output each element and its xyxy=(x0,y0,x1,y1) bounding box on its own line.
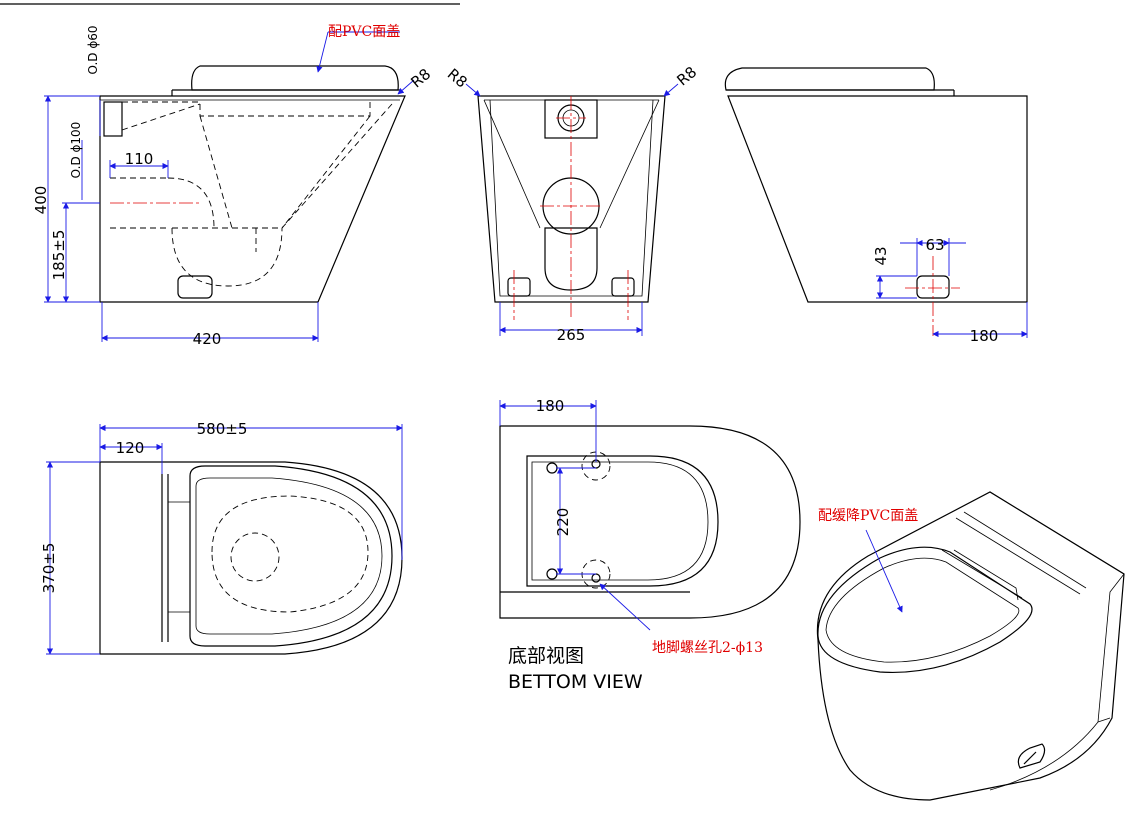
dim-180-bottom: 180 xyxy=(536,397,565,415)
bottom-view-title-cn: 底部视图 xyxy=(508,645,584,667)
dim-185: 185±5 xyxy=(50,230,68,281)
dim-110: 110 xyxy=(125,150,154,168)
dim-120: 120 xyxy=(116,439,145,457)
dim-r8-b: R8 xyxy=(444,65,471,92)
dim-220: 220 xyxy=(554,508,572,537)
front-view: 265 R8 R8 xyxy=(444,63,700,344)
note-top-cover: 配PVC面盖 xyxy=(328,24,400,40)
bottom-view-outline xyxy=(499,425,801,619)
rear-side-view: 63 43 180 xyxy=(724,67,1028,345)
dim-od60: O.D ϕ60 xyxy=(86,25,100,74)
side-section-view: 400 185±5 O.D ϕ100 O.D ϕ60 110 420 R8 配P… xyxy=(32,24,434,348)
iso-lid xyxy=(817,546,1033,674)
dim-od100: O.D ϕ100 xyxy=(69,122,83,179)
dim-400: 400 xyxy=(32,186,50,215)
dim-420: 420 xyxy=(193,330,222,348)
body-outline xyxy=(99,95,406,303)
dim-265: 265 xyxy=(557,326,586,344)
top-view-outline xyxy=(99,461,403,655)
dim-63: 63 xyxy=(925,236,944,254)
front-body-outline xyxy=(477,95,666,303)
top-view: 580±5 120 370±5 xyxy=(40,420,403,655)
dim-370: 370±5 xyxy=(40,543,58,594)
note-iso-cover: 配缓降PVC面盖 xyxy=(818,508,918,524)
dim-180-side: 180 xyxy=(970,327,999,345)
note-anchor-holes: 地脚螺丝孔2-ϕ13 xyxy=(652,640,763,656)
bottom-view: 180 220 地脚螺丝孔2-ϕ13 底部视图 BETTOM VIEW xyxy=(499,397,801,693)
dim-r8-a: R8 xyxy=(407,65,434,92)
dim-580: 580±5 xyxy=(197,420,248,438)
isometric-view: 配缓降PVC面盖 xyxy=(816,491,1125,801)
dim-r8-c: R8 xyxy=(673,63,700,90)
iso-body-outline xyxy=(816,491,1125,801)
bottom-view-title-en: BETTOM VIEW xyxy=(508,671,643,693)
lid-outline xyxy=(191,65,399,91)
outlet-pipe xyxy=(103,101,123,137)
dim-43: 43 xyxy=(872,246,890,265)
